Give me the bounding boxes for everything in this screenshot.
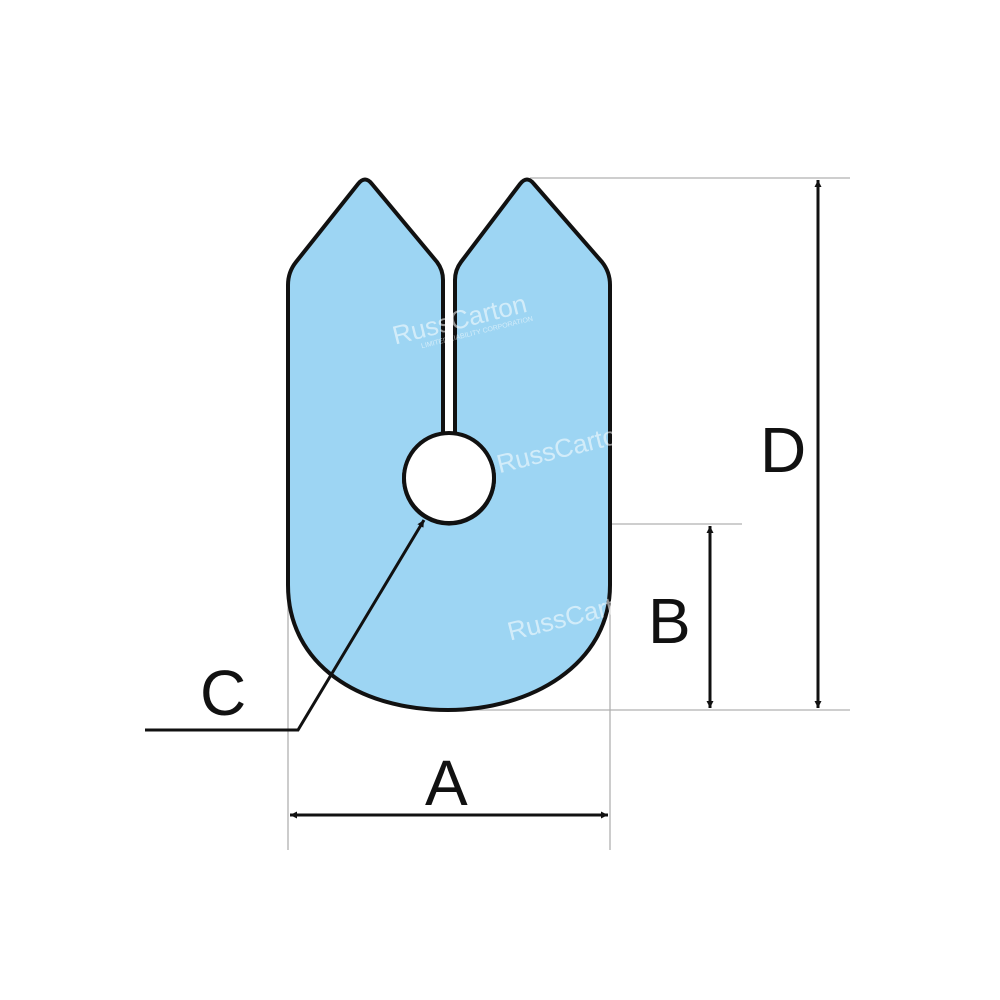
center-hole xyxy=(402,431,496,525)
label-a: A xyxy=(425,747,468,819)
leader-arrow-c xyxy=(145,519,426,732)
label-b: B xyxy=(648,585,691,657)
label-c: C xyxy=(200,657,246,729)
label-d: D xyxy=(760,414,806,486)
